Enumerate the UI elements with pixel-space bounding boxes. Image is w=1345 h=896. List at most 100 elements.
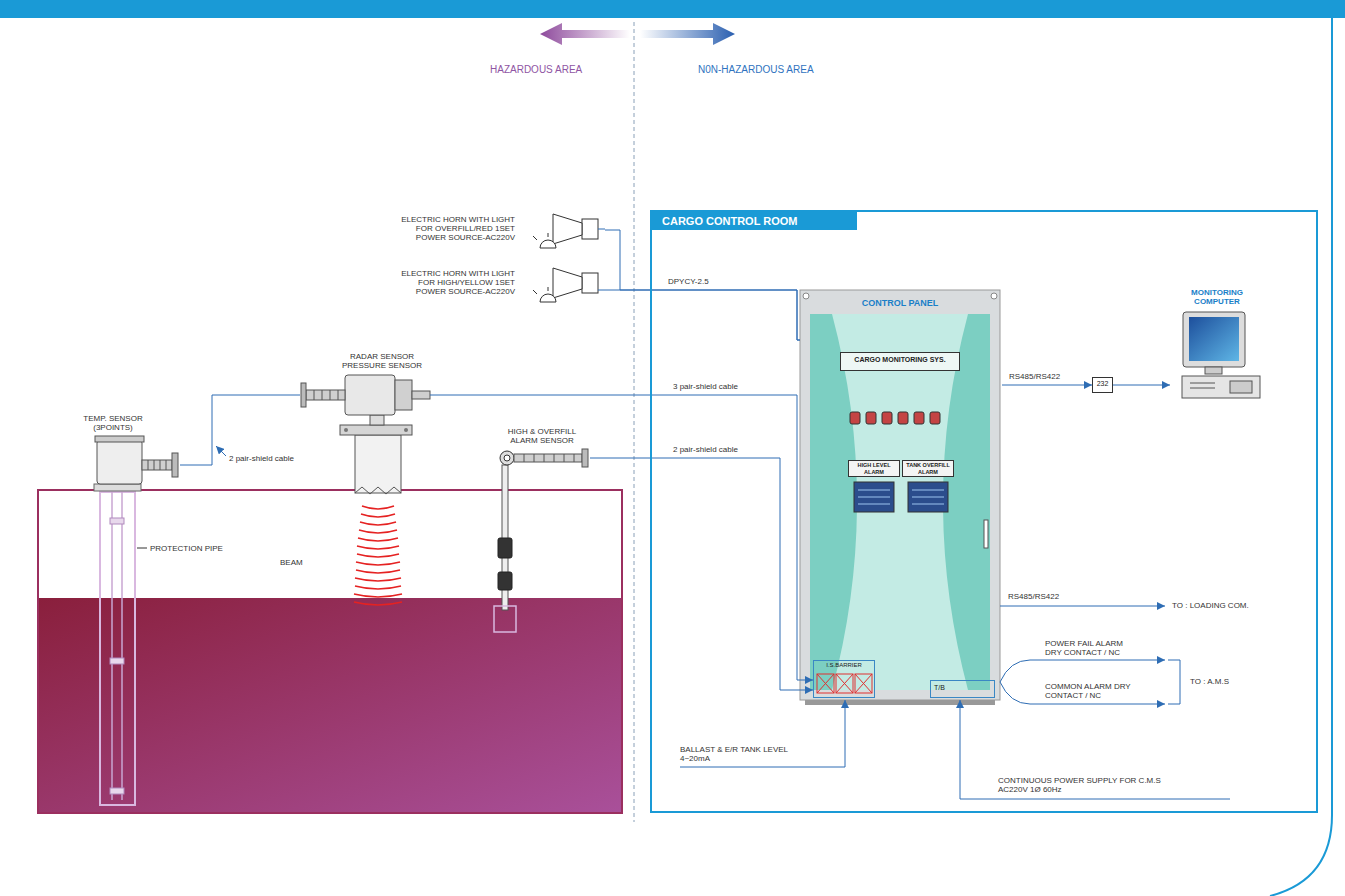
radar-beam xyxy=(362,506,394,509)
control-cabinet xyxy=(866,412,876,424)
temp-sensor-symbol xyxy=(111,492,113,800)
horn-symbol xyxy=(540,240,556,248)
barrier-terminals xyxy=(836,674,853,693)
horn-symbol xyxy=(553,268,582,298)
radar-beam xyxy=(356,570,400,573)
area-arrows xyxy=(634,22,635,822)
leader-line xyxy=(137,548,147,549)
level-alarm-sensor-symbol xyxy=(500,451,514,465)
converter-box: 232 xyxy=(1092,377,1113,393)
cable-line xyxy=(605,290,800,340)
temp-sensor-symbol xyxy=(166,460,167,470)
monitoring-computer: MONITORING COMPUTER xyxy=(1170,288,1265,400)
node-text: CARGO MONITORING SYS. xyxy=(843,355,957,364)
level-alarm-sensor-symbol xyxy=(544,454,545,462)
temp-sensor-symbol xyxy=(100,492,135,805)
radar-beam xyxy=(354,594,402,597)
computer-symbol xyxy=(1205,367,1222,374)
control-cabinet xyxy=(854,482,894,512)
destination-label: TO : LOADING COM. xyxy=(1172,601,1249,610)
temp-sensor-symbol xyxy=(142,460,172,470)
terminal-box: T/B xyxy=(930,680,995,698)
level-alarm-sensor-symbol xyxy=(498,572,512,590)
barrier-terminals xyxy=(817,674,872,693)
radar-sensor-symbol xyxy=(322,390,323,400)
cable-label: 2 pair-shield cable xyxy=(672,445,739,454)
horn-symbol xyxy=(598,229,605,230)
node-text: ELECTRIC HORN WITH LIGHT FOR OVERFILL/RE… xyxy=(393,215,515,242)
radar-beam xyxy=(357,554,399,557)
horn-symbol xyxy=(540,294,556,302)
cargo-tank xyxy=(39,598,621,812)
leader-line xyxy=(216,446,226,456)
alarm-horn: ELECTRIC HORN WITH LIGHT FOR HIGH/YELLOW… xyxy=(380,266,605,302)
node-text: HIGH LEVEL ALARM xyxy=(850,462,898,475)
computer-symbol xyxy=(1189,317,1239,361)
radar-sensor-symbol xyxy=(355,487,401,494)
temp-sensor-symbol xyxy=(172,453,178,477)
control-cabinet xyxy=(805,700,995,705)
level-alarm-sensor-symbol xyxy=(564,454,565,462)
radar-sensor-symbol xyxy=(338,390,339,400)
barrier-terminals xyxy=(836,674,853,693)
control-cabinet xyxy=(858,497,890,498)
control-cabinet xyxy=(858,490,890,491)
control-cabinet xyxy=(984,520,988,548)
barrier-terminals xyxy=(855,674,872,693)
cable-line xyxy=(1002,385,1092,386)
radar-beam xyxy=(359,530,397,533)
radar-beam xyxy=(358,538,398,541)
radar-sensor-symbol xyxy=(370,415,384,425)
barrier-terminals xyxy=(817,674,834,693)
control-cabinet xyxy=(908,482,948,512)
computer-symbol xyxy=(1230,381,1252,393)
level-alarm-sensor-symbol xyxy=(554,454,555,462)
node-text: RADAR SENSOR PRESSURE SENSOR xyxy=(337,352,427,370)
system-plate: CARGO MONITORING SYS. xyxy=(840,352,960,371)
page-frame xyxy=(0,0,1345,18)
control-cabinet xyxy=(914,412,924,424)
cable-label: DPYCY-2.5 xyxy=(667,277,710,286)
radar-sensor-symbol xyxy=(306,390,345,400)
node-text: CARGO CONTROL ROOM xyxy=(652,212,857,230)
cable-line xyxy=(590,458,813,690)
page-frame xyxy=(1270,18,1332,896)
control-cabinet xyxy=(858,504,890,505)
signal-label: BALLAST & E/R TANK LEVEL 4~20mA xyxy=(680,745,815,763)
radar-beam xyxy=(361,514,395,517)
area-arrows xyxy=(540,23,630,45)
radar-sensor-symbol xyxy=(344,428,348,432)
cable-line xyxy=(1113,385,1170,386)
node-text: TANK OVERFILL ALARM xyxy=(904,462,952,475)
horn-symbol xyxy=(533,268,605,302)
level-alarm-sensor: HIGH & OVERFILL ALARM SENSOR xyxy=(490,425,590,635)
control-cabinet xyxy=(912,504,944,505)
barrier-terminals xyxy=(817,674,834,693)
node-text: CONTROL PANEL xyxy=(800,298,1000,308)
level-alarm-sensor-symbol xyxy=(534,454,535,462)
alarm-plate: HIGH LEVEL ALARM xyxy=(848,460,900,477)
node-text: TEMP. SENSOR (3POINTS) xyxy=(78,414,148,432)
alarm-plate: TANK OVERFILL ALARM xyxy=(902,460,954,477)
node-text: MONITORING COMPUTER xyxy=(1177,288,1257,306)
control-cabinet xyxy=(912,497,944,498)
radar-sensor-symbol xyxy=(404,428,408,432)
horn-symbol xyxy=(582,273,598,293)
control-cabinet xyxy=(850,412,860,424)
node-text: ELECTRIC HORN WITH LIGHT FOR HIGH/YELLOW… xyxy=(393,269,515,296)
area-arrows xyxy=(640,23,735,45)
radar-beam xyxy=(356,562,400,565)
horn-symbol xyxy=(553,214,582,244)
node-text: T/B xyxy=(934,683,991,693)
signal-wires xyxy=(1000,606,1165,607)
computer-symbol xyxy=(1182,312,1260,398)
radar-sensor-symbol xyxy=(340,425,412,435)
area-label: HAZARDOUS AREA xyxy=(490,64,582,76)
level-alarm-sensor-symbol xyxy=(504,455,510,461)
computer-symbol xyxy=(1190,388,1215,389)
computer-symbol xyxy=(1182,376,1260,398)
horn-symbol xyxy=(582,219,598,239)
signal-wires xyxy=(680,606,1230,799)
temp-sensor-symbol xyxy=(94,484,141,491)
